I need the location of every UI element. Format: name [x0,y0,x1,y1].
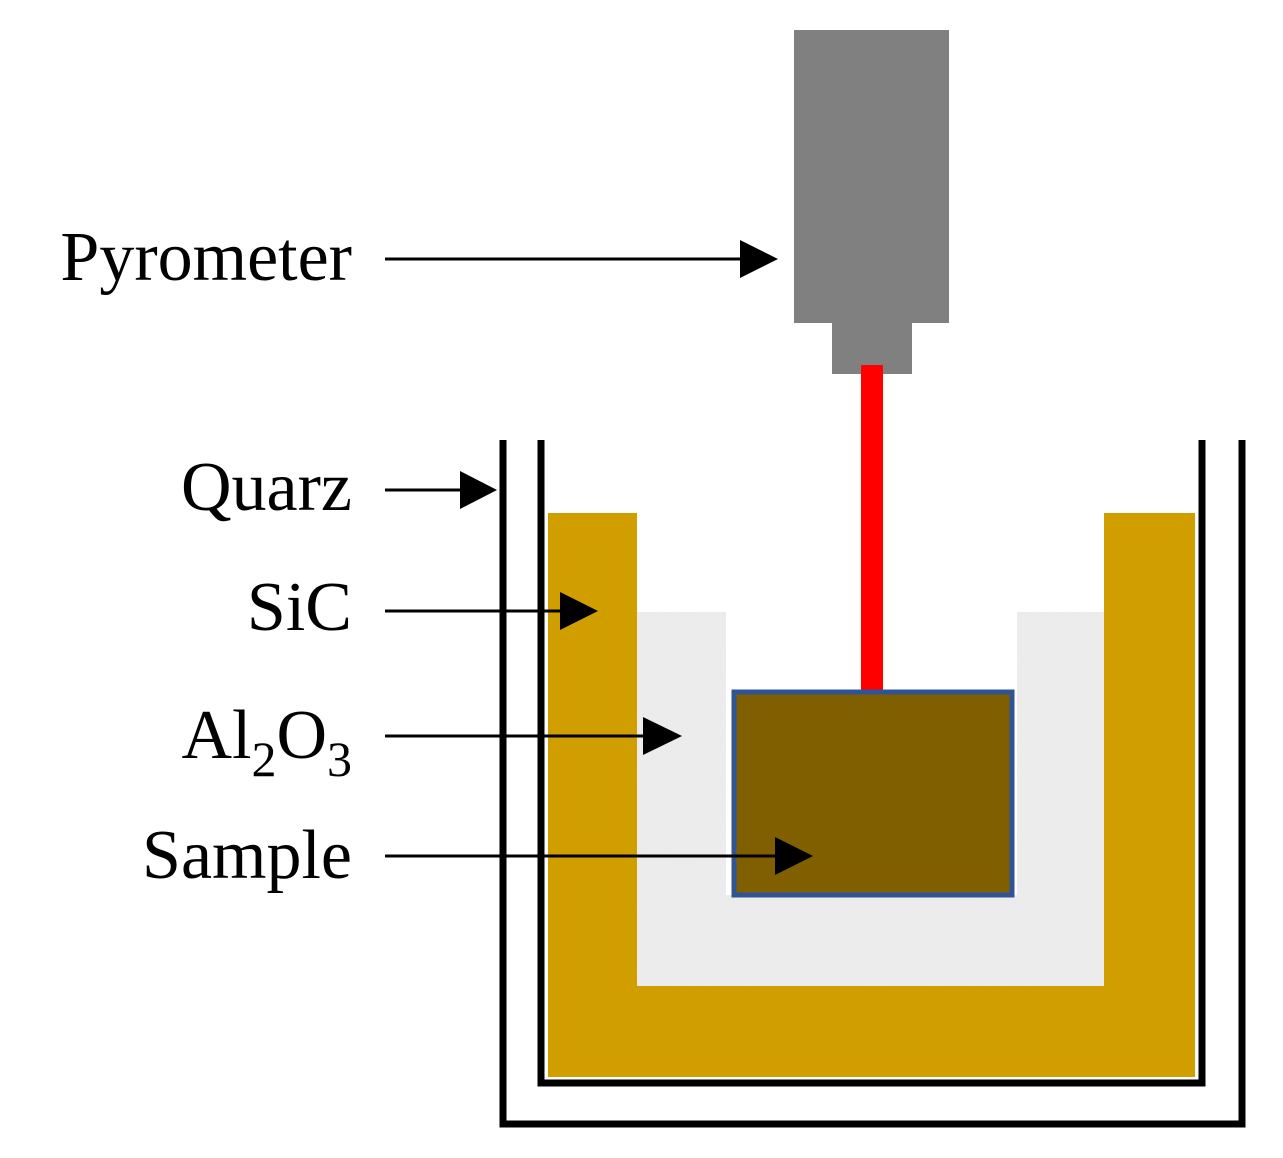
label-alumina-al: Al [181,697,251,774]
label-alumina-o: O [276,697,327,774]
pointer-arrows [385,240,813,875]
alumina-under-sample [726,895,1017,915]
arrow-sample [385,837,813,875]
label-sample: Sample [142,817,352,894]
pyrometer-body [794,30,949,323]
pyrometer [794,30,949,374]
label-pyrometer: Pyrometer [60,219,352,296]
arrow-alumina [385,717,682,755]
label-alumina: Al2O3 [181,697,352,787]
quartz-tube [499,440,1246,1128]
arrow-sic [385,592,598,630]
sic-crucible [548,513,1195,1077]
arrow-pyrometer [385,240,778,278]
label-alumina-sub1: 2 [251,731,276,787]
label-alumina-sub2: 3 [327,731,352,787]
quartz-outer-wall [499,440,1246,1128]
pyrometer-beam [861,365,883,693]
label-sic: SiC [247,569,352,646]
label-quartz: Quarz [181,449,352,526]
quartz-inner-wall [537,440,1206,1087]
arrow-quartz [385,471,497,509]
